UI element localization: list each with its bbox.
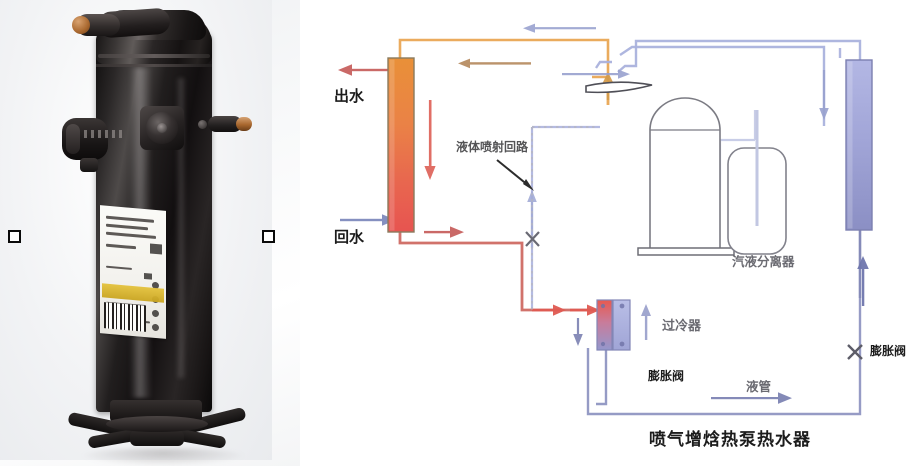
compressor-weld-seam — [98, 54, 210, 58]
water-out-arrow — [338, 64, 392, 76]
label-liquid-injection-circuit: 液体喷射回路 — [456, 140, 529, 154]
shell-rivet — [198, 120, 207, 129]
suction-arrow-left — [523, 23, 596, 33]
suction-port-copper-stub — [72, 16, 90, 34]
label-vapor-liquid-separator: 汽液分离器 — [732, 254, 795, 269]
side-port-face — [66, 124, 80, 154]
oil-separator-muffler — [585, 81, 653, 94]
compressor-base-plate-sym — [637, 247, 735, 256]
label-water-out: 出水 — [334, 87, 365, 105]
label-expansion-valve-right: 膨胀阀 — [870, 344, 907, 358]
left-marker-square — [8, 230, 21, 243]
condenser-internal-arrow — [424, 100, 436, 180]
label-expansion-valve-left: 膨胀阀 — [648, 369, 685, 383]
terminal-center-pin — [157, 123, 167, 133]
right-marker-square — [262, 230, 275, 243]
subcooler-plate-right — [612, 299, 631, 351]
label-liquid-pipe: 液管 — [746, 379, 772, 394]
suction-line — [595, 39, 862, 73]
compressor-base-ring — [106, 416, 208, 432]
upper-line-arrow-down — [819, 70, 829, 120]
discharge-port — [208, 116, 242, 132]
injection-expansion-valve-icon — [525, 231, 540, 247]
discharge-port-copper-stub — [236, 117, 252, 131]
compressor-weld-seam-lower — [96, 64, 212, 67]
compressor-photo-panel — [0, 0, 300, 466]
upper-line-arrow-right — [562, 69, 630, 79]
heat-pump-schematic: 出水 回水 液体喷射回路 汽液分离器 过冷器 膨胀阀 膨胀阀 液管 喷气增焓热泵… — [300, 0, 916, 466]
compressor-mounting-base — [67, 400, 247, 454]
schematic-svg — [338, 23, 873, 416]
condenser-liquid-line — [398, 232, 600, 312]
liquid-pipe-arrow — [711, 392, 792, 404]
vapor-liquid-separator-vessel — [727, 110, 787, 255]
label-subcooler: 过冷器 — [662, 319, 702, 334]
hot-gas-arrow-left — [458, 58, 531, 69]
condenser-heat-exchanger — [387, 57, 415, 233]
side-port-bolt — [80, 158, 98, 172]
liquid-line-arrow-1 — [532, 304, 566, 316]
nameplate-barcode — [104, 302, 146, 332]
evaporator-feed-arrow — [857, 256, 869, 306]
subcooler-downcomer-arrow — [573, 318, 583, 346]
scroll-compressor-photo — [58, 7, 258, 466]
label-water-return: 回水 — [334, 228, 365, 246]
subcooler-plate-left — [596, 299, 613, 351]
liquid-injection-pointer — [496, 159, 534, 191]
side-port-stamping — [84, 130, 124, 138]
condenser-outlet-arrow — [424, 226, 464, 238]
photo-reflection — [80, 448, 246, 466]
liquid-line-arrow-2 — [570, 304, 600, 316]
compressor-upper-line — [619, 45, 826, 126]
subcooler-riser-arrow — [641, 304, 651, 340]
compressor-highlight-secondary — [176, 78, 186, 378]
evaporator-heat-exchanger — [845, 59, 873, 231]
figure-title: 喷气增焓热泵热水器 — [649, 430, 811, 450]
hot-gas-discharge-line — [398, 38, 610, 105]
liquid-injection-dotted-line — [531, 126, 596, 310]
scroll-compressor-vessel — [649, 97, 721, 251]
main-expansion-valve-icon — [847, 344, 863, 360]
